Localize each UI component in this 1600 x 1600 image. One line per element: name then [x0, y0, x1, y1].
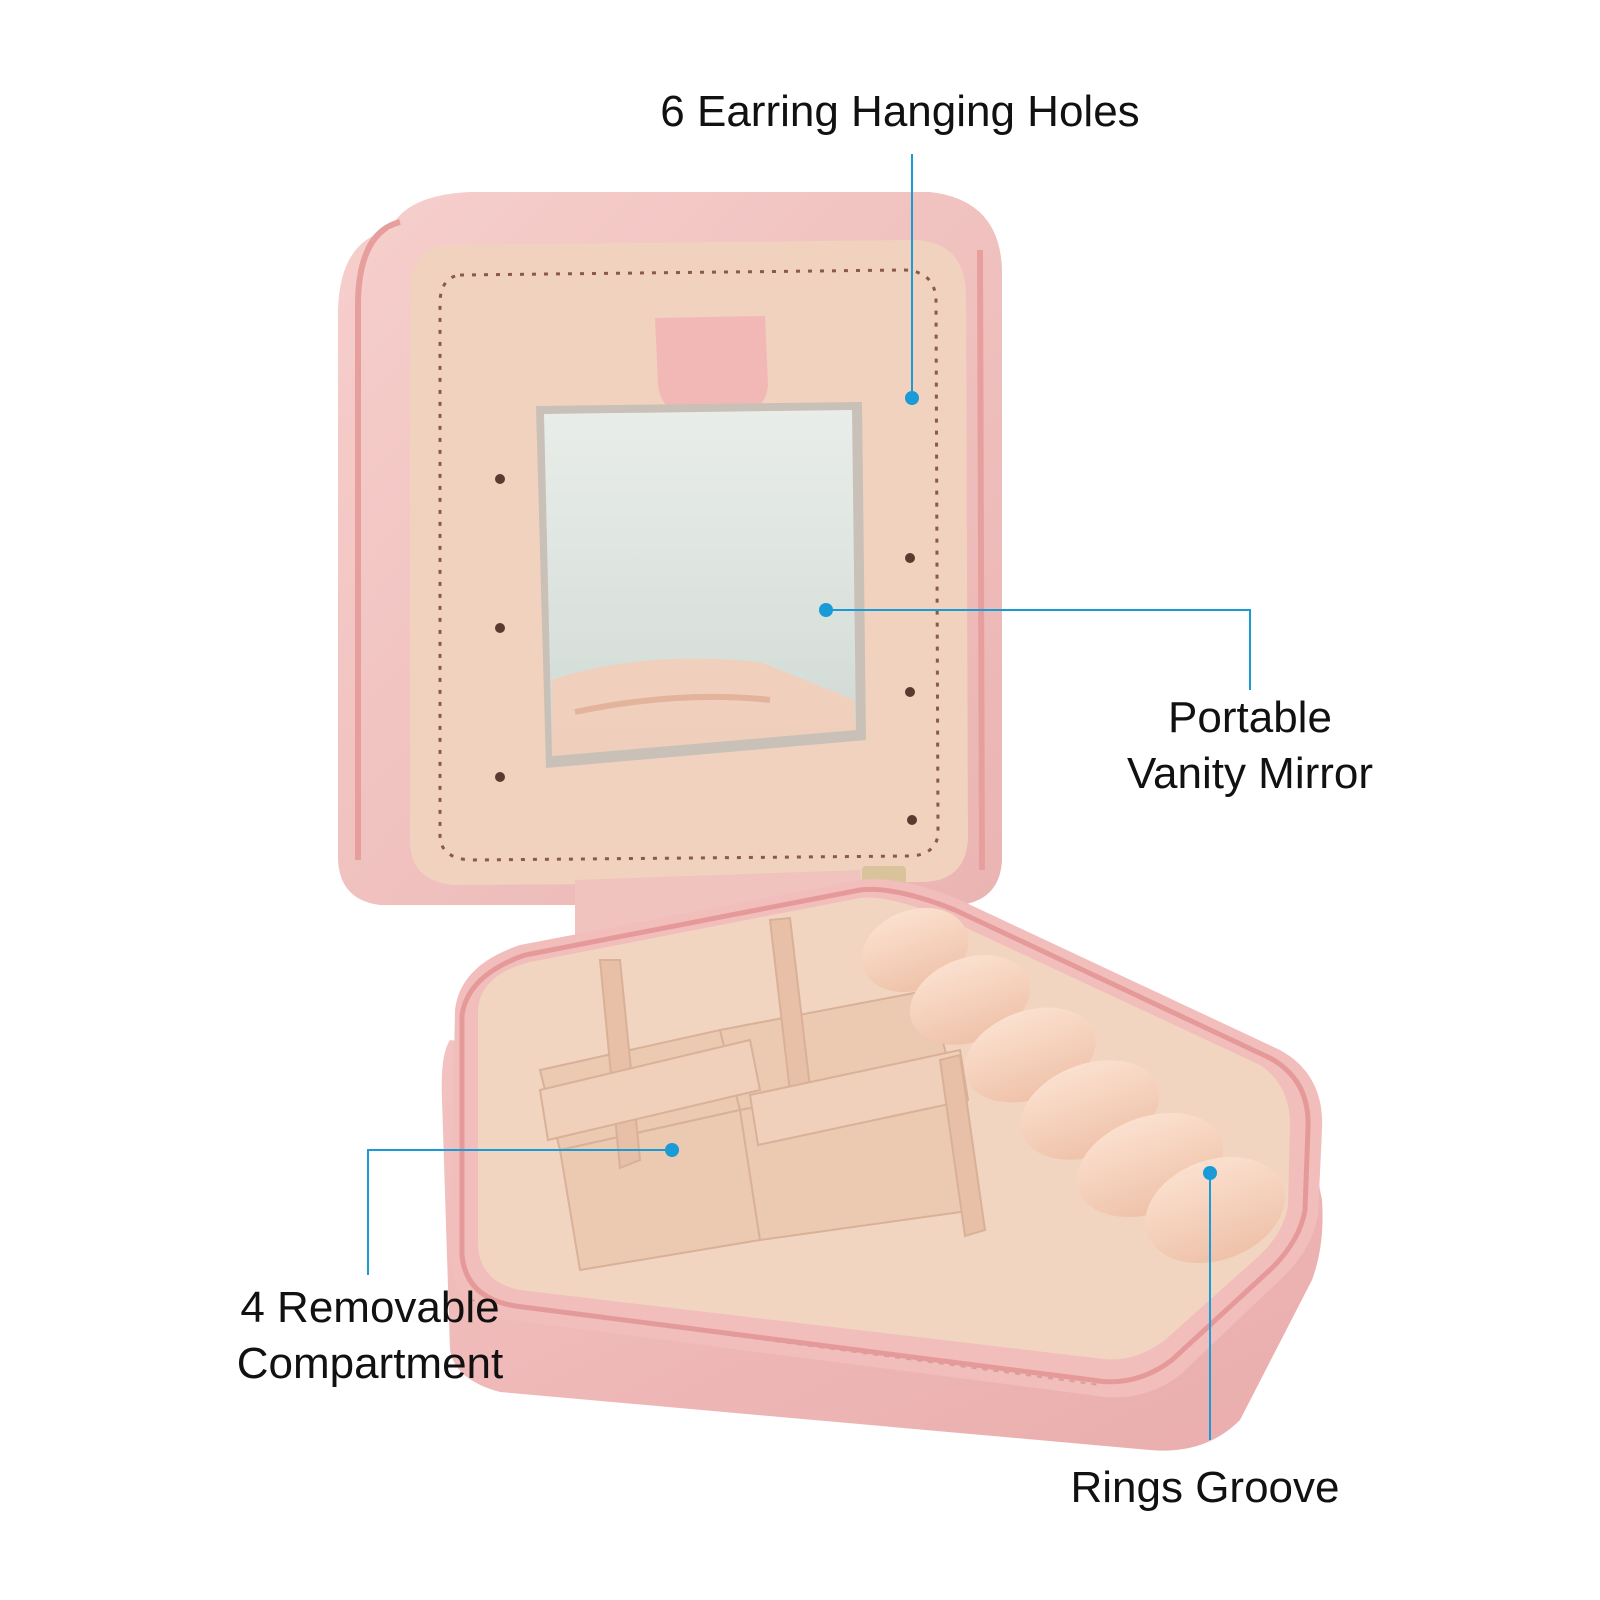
callout-earring-holes-text: 6 Earring Hanging Holes — [660, 87, 1140, 136]
divider-wall — [538, 1038, 762, 1142]
compartments — [538, 916, 987, 1272]
mirror-strap — [655, 316, 768, 422]
earring-hole — [495, 772, 505, 782]
divider-wall — [938, 1053, 987, 1238]
callout-earring-holes: 6 Earring Hanging Holes — [600, 84, 1200, 140]
rings-groove — [861, 907, 1285, 1264]
callout-dot — [819, 603, 833, 617]
callout-vanity-mirror: Portable Vanity Mirror — [1060, 690, 1440, 802]
earring-hole — [495, 623, 505, 633]
callout-dot — [905, 391, 919, 405]
callout-line-mirror — [828, 609, 1251, 690]
callout-dot — [665, 1143, 679, 1157]
callout-vanity-mirror-line2: Vanity Mirror — [1126, 749, 1374, 798]
callout-rings-groove: Rings Groove — [1040, 1460, 1370, 1516]
base-stitching — [469, 1299, 1101, 1386]
earring-hole — [907, 815, 917, 825]
earring-holes — [495, 474, 917, 825]
callout-compartment-line1: 4 Removable — [240, 1283, 500, 1332]
callout-compartment: 4 Removable Compartment — [190, 1280, 550, 1392]
callout-lines — [367, 154, 1251, 1440]
base — [441, 879, 1323, 1451]
divider-wall — [748, 1048, 970, 1147]
mirror-reflection — [552, 658, 856, 756]
callout-line-compartment — [367, 1149, 672, 1275]
earring-hole — [905, 687, 915, 697]
earring-hole — [905, 553, 915, 563]
earring-hole — [495, 474, 505, 484]
lid — [338, 192, 1002, 905]
ring-roll — [1145, 1156, 1285, 1264]
callout-dots — [665, 391, 1217, 1180]
lid-zipper — [355, 219, 401, 860]
callout-dot — [1203, 1166, 1217, 1180]
callout-compartment-line2: Compartment — [236, 1339, 504, 1388]
mirror-reflection-line — [574, 693, 771, 715]
lid-zipper-right — [977, 249, 985, 871]
callout-rings-groove-text: Rings Groove — [1070, 1463, 1340, 1512]
callout-vanity-mirror-line1: Portable — [1168, 693, 1332, 742]
